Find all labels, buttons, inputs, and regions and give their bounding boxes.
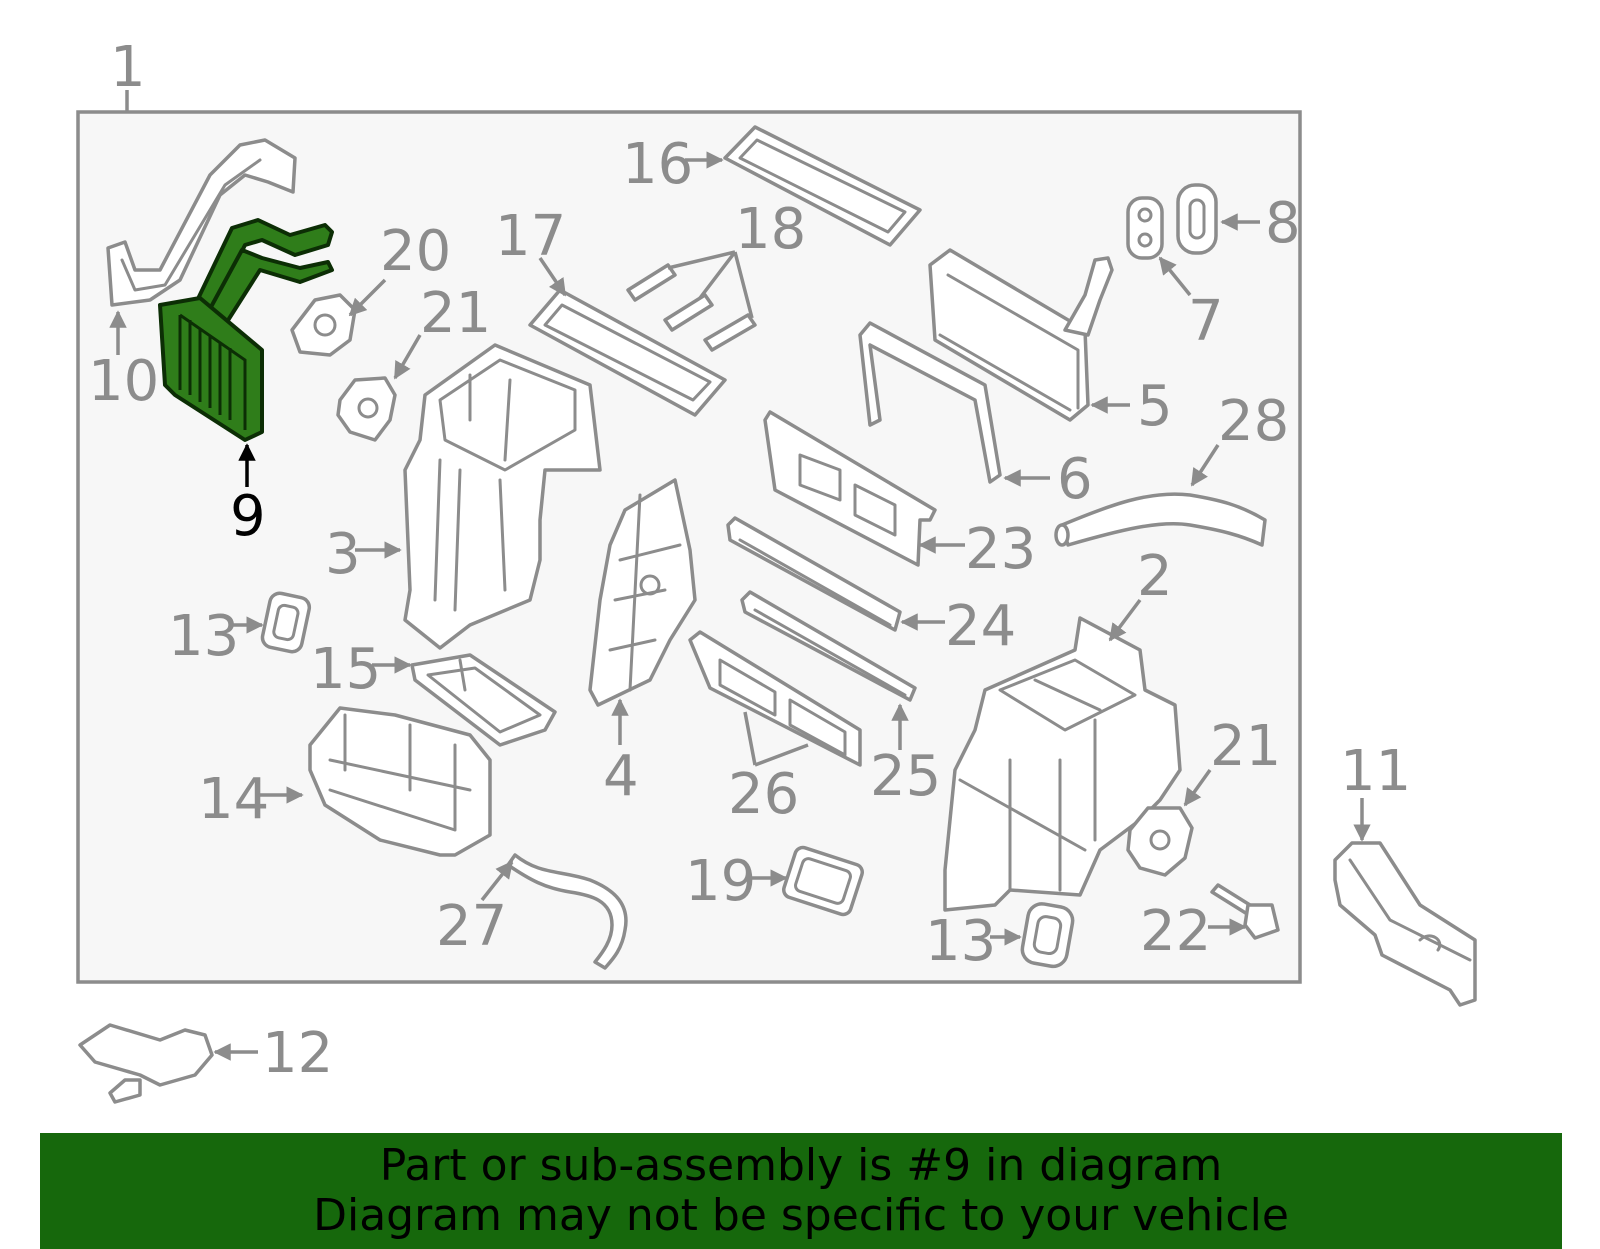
part-16-filter-frame <box>723 125 922 247</box>
part-4-center-case <box>588 478 697 707</box>
label-28: 28 <box>1218 389 1289 454</box>
label-13-left: 13 <box>168 604 239 669</box>
label-13-lower: 13 <box>925 909 996 974</box>
part-27-hose <box>506 853 628 970</box>
leader-7 <box>1158 256 1192 297</box>
part-3-case <box>403 343 602 650</box>
label-3: 3 <box>325 522 361 587</box>
label-6: 6 <box>1057 447 1093 512</box>
label-15: 15 <box>310 637 381 702</box>
label-21-upper: 21 <box>420 281 491 346</box>
label-2: 2 <box>1137 544 1173 609</box>
part-17-filter <box>528 288 727 417</box>
label-27: 27 <box>436 894 507 959</box>
banner-line-2: Diagram may not be specific to your vehi… <box>313 1190 1289 1241</box>
part-20-actuator <box>290 293 357 357</box>
label-4: 4 <box>603 744 639 809</box>
part-12-duct <box>78 1023 214 1104</box>
part-13-gasket-lower <box>1020 902 1075 969</box>
label-24: 24 <box>945 594 1016 659</box>
label-5: 5 <box>1137 374 1173 439</box>
label-21-lower: 21 <box>1210 714 1281 779</box>
leader-26 <box>743 711 809 767</box>
part-8-grommet <box>1176 183 1218 255</box>
label-1: 1 <box>110 35 146 100</box>
label-7: 7 <box>1188 289 1224 354</box>
label-20: 20 <box>380 219 451 284</box>
part-24-door <box>726 516 902 632</box>
part-28-pipe <box>1054 492 1267 547</box>
label-23: 23 <box>965 517 1036 582</box>
part-13-gasket-left <box>260 591 312 654</box>
part-5-evaporator <box>928 248 1114 422</box>
part-7-grommet <box>1126 196 1164 260</box>
leader-17 <box>538 257 567 297</box>
label-9: 9 <box>230 484 266 549</box>
part-21-actuator-lower <box>1126 806 1194 877</box>
banner-line-1: Part or sub-assembly is #9 in diagram <box>379 1140 1223 1191</box>
label-19: 19 <box>685 849 756 914</box>
leader-27 <box>480 860 514 902</box>
part-14-lower-case <box>308 706 492 857</box>
part-9-heater-core[interactable] <box>158 218 334 442</box>
part-18-clips <box>626 263 757 352</box>
part-10-duct <box>106 138 297 307</box>
part-21-actuator-upper <box>336 376 397 442</box>
part-25-door <box>740 590 917 702</box>
label-14: 14 <box>198 767 269 832</box>
part-11-duct <box>1333 841 1477 1007</box>
label-18: 18 <box>735 197 806 262</box>
part-23-door <box>763 410 937 567</box>
leader-21-lower <box>1183 768 1212 807</box>
label-11: 11 <box>1340 739 1411 804</box>
label-22: 22 <box>1140 899 1211 964</box>
part-15-tray <box>410 653 557 747</box>
label-17: 17 <box>495 204 566 269</box>
part-2-main-case <box>943 616 1182 912</box>
label-10: 10 <box>88 349 159 414</box>
leader-28 <box>1190 444 1220 487</box>
leader-20 <box>348 278 387 317</box>
leader-2 <box>1108 598 1142 642</box>
part-26-door <box>688 630 862 767</box>
label-8: 8 <box>1265 191 1301 256</box>
label-25: 25 <box>870 744 941 809</box>
label-26: 26 <box>728 762 799 827</box>
leader-18 <box>667 250 754 319</box>
label-12: 12 <box>262 1021 333 1086</box>
info-banner: Part or sub-assembly is #9 in diagram Di… <box>40 1133 1562 1249</box>
part-6-seal <box>858 321 1002 484</box>
label-16: 16 <box>622 132 693 197</box>
leader-21-upper <box>393 334 422 380</box>
part-19-gasket <box>782 845 864 917</box>
